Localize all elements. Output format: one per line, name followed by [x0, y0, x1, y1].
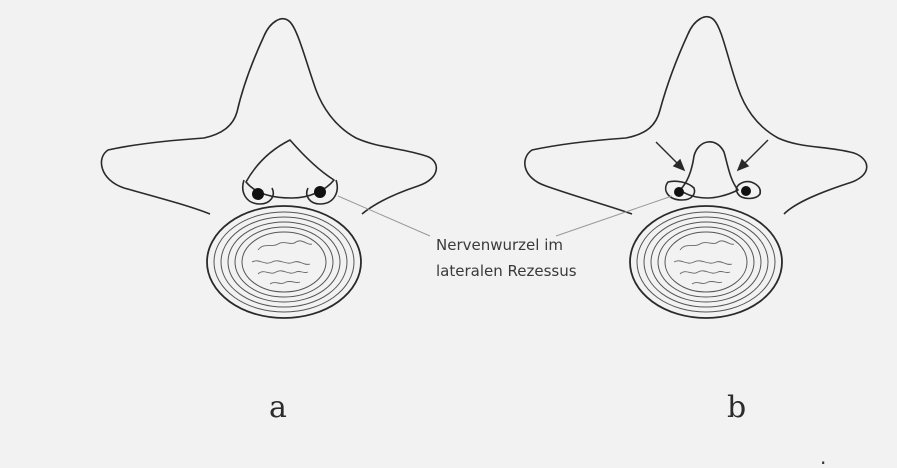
- vertebra-a-arch-outline: [101, 19, 436, 214]
- vertebra-a: [101, 19, 436, 318]
- nerve-root-b-left: [674, 187, 684, 197]
- panel-label-a: a: [269, 390, 287, 425]
- vertebra-a-nucleus: [252, 241, 312, 284]
- nerve-root-a-left: [252, 188, 264, 200]
- arrow-left: [656, 142, 684, 170]
- nerve-root-b-right: [741, 186, 751, 196]
- leader-lines: [338, 196, 672, 236]
- stray-dot-mark: .: [820, 445, 826, 468]
- vertebra-b-arch-outline: [525, 17, 867, 214]
- vertebra-b-spinal-canal: [680, 142, 738, 198]
- panel-label-b: b: [727, 390, 746, 425]
- nerve-root-label-line-2: lateralen Rezessus: [436, 258, 577, 284]
- nerve-root-label: Nervenwurzel im lateralen Rezessus: [436, 232, 577, 284]
- nerve-root-label-line-1: Nervenwurzel im: [436, 232, 577, 258]
- vertebra-b-nucleus: [674, 241, 734, 284]
- arrow-right: [738, 140, 768, 170]
- nerve-root-a-right: [314, 186, 326, 198]
